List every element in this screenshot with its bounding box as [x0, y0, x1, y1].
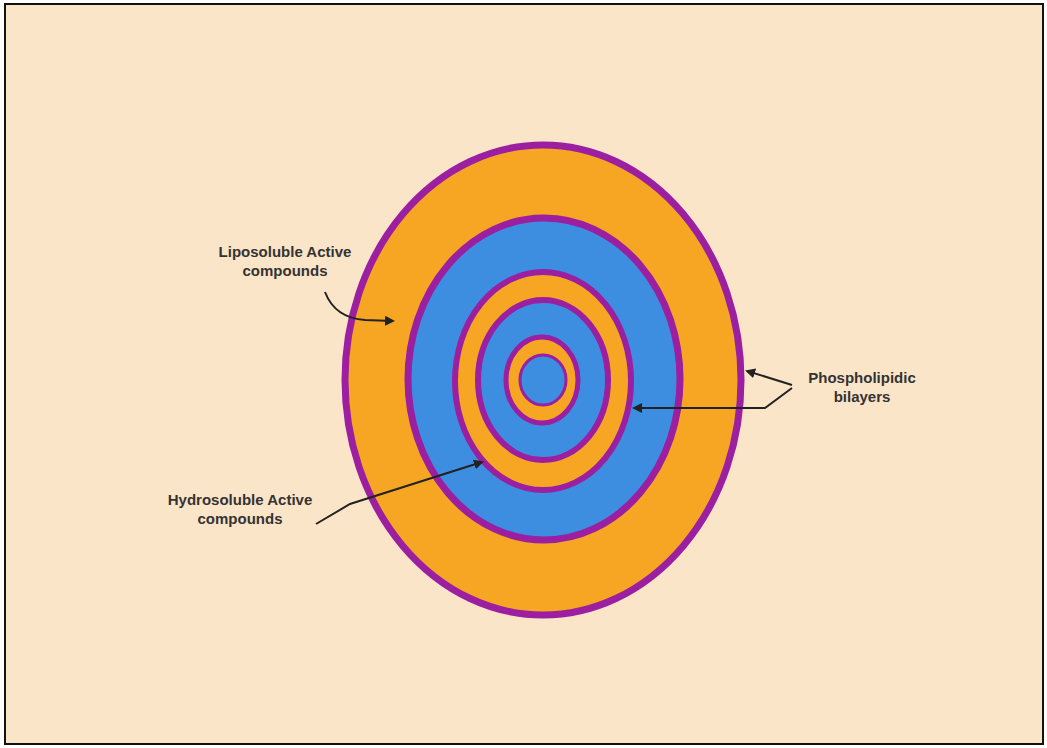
- callout-label: Liposoluble Active compounds: [210, 242, 360, 280]
- liposome-rings: [345, 145, 741, 615]
- outer-bilayer: [345, 145, 741, 615]
- bilayer-ring: [455, 272, 631, 490]
- leader-arrow: [325, 292, 393, 321]
- callout-label: Phospholipidic bilayers: [799, 368, 925, 406]
- leader-lines: [316, 292, 792, 524]
- bilayer-ring: [478, 300, 608, 460]
- leader-arrow: [634, 388, 792, 408]
- inner-core: [520, 355, 566, 405]
- callout-label: Hydrosoluble Active compounds: [165, 490, 315, 528]
- bilayer-ring: [506, 337, 578, 423]
- leader-arrow: [316, 462, 482, 524]
- bilayer-ring: [408, 218, 680, 540]
- leader-arrow: [747, 371, 792, 385]
